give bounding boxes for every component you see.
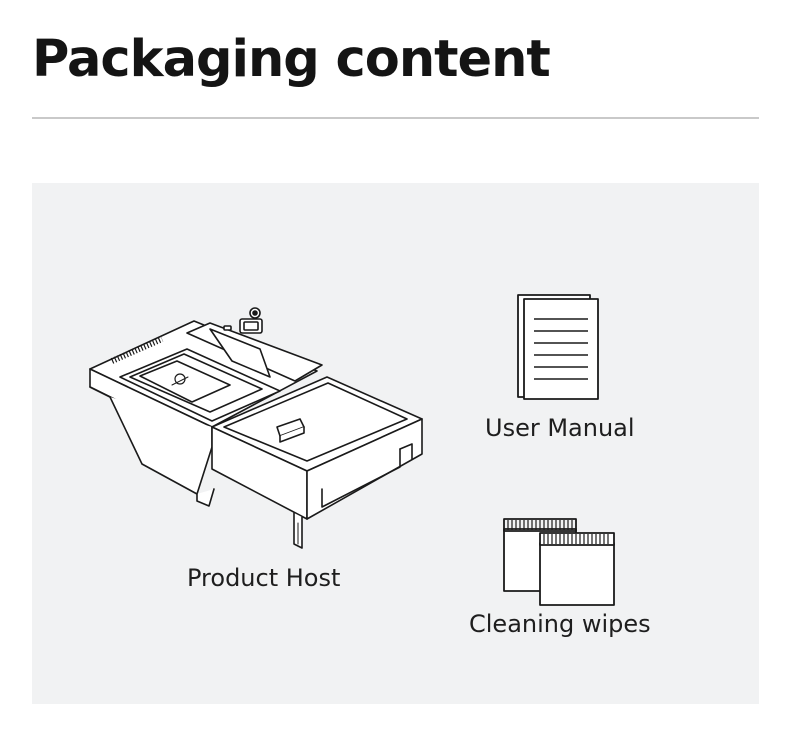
cleaning-wipes-label: Cleaning wipes [469, 610, 651, 638]
page-title: Packaging content [32, 30, 551, 89]
user-manual-icon [517, 294, 599, 400]
packaging-panel: Product Host User Manual Cleaning wipes [32, 183, 759, 704]
product-host-label: Product Host [187, 564, 341, 592]
cleaning-wipes-icon [503, 518, 615, 606]
product-host-illustration [89, 307, 423, 549]
user-manual-label: User Manual [485, 414, 635, 442]
title-divider [32, 117, 759, 119]
